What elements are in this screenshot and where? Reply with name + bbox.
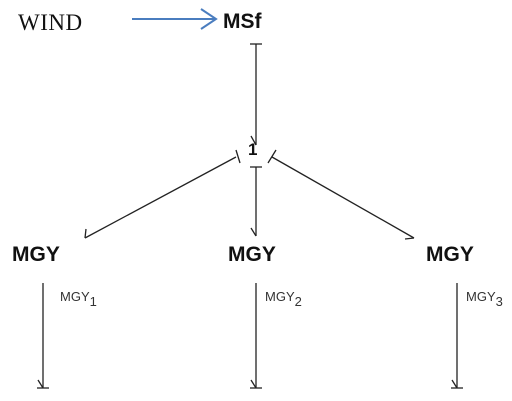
output-bond-1 bbox=[37, 283, 49, 389]
bond-msf-to-junction bbox=[250, 43, 262, 146]
bond-junction-to-mgy-1 bbox=[84, 149, 241, 239]
mgy-param-1: MGY1 bbox=[60, 289, 97, 309]
mgy-element-1: MGY bbox=[12, 243, 60, 266]
mgy-element-2: MGY bbox=[228, 243, 276, 266]
bond-junction-to-mgy-3 bbox=[267, 149, 415, 240]
mgy-element-3: MGY bbox=[426, 243, 474, 266]
bond-junction-to-mgy-2 bbox=[250, 166, 262, 237]
mgy-param-3: MGY3 bbox=[466, 289, 503, 309]
output-bond-3 bbox=[451, 283, 463, 389]
source-label: WIND bbox=[18, 10, 83, 35]
mgy-param-2: MGY2 bbox=[265, 289, 302, 309]
input-arrow bbox=[132, 8, 218, 30]
junction-label: 1 bbox=[248, 140, 258, 159]
output-bond-2 bbox=[250, 283, 262, 389]
source-element: MSf bbox=[223, 10, 262, 33]
